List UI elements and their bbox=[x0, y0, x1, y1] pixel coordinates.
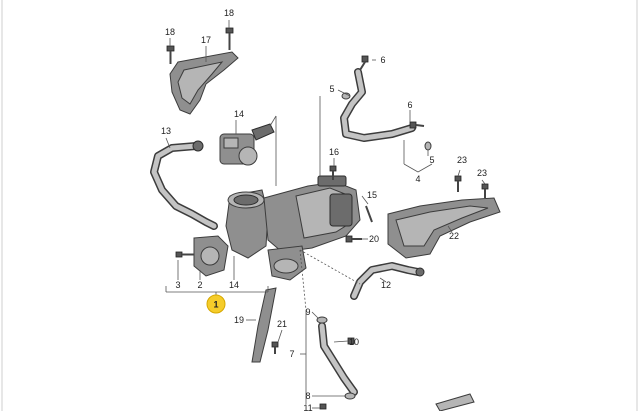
callout-18-upper[interactable]: 18 bbox=[224, 8, 234, 18]
callout-7[interactable]: 7 bbox=[289, 349, 294, 359]
callout-18-left[interactable]: 18 bbox=[165, 27, 175, 37]
callout-3[interactable]: 3 bbox=[175, 280, 180, 290]
callout-16[interactable]: 16 bbox=[329, 147, 339, 157]
callout-2[interactable]: 2 bbox=[197, 280, 202, 290]
callout-12[interactable]: 12 bbox=[381, 280, 391, 290]
leader-lines bbox=[165, 20, 486, 409]
partial-part-bottom-right bbox=[435, 393, 475, 411]
seal-ring-part-9[interactable] bbox=[316, 316, 328, 324]
banjo-bolt-part-6-upper[interactable] bbox=[359, 55, 369, 71]
callout-4[interactable]: 4 bbox=[415, 174, 420, 184]
bolt-part-16[interactable] bbox=[329, 165, 337, 180]
oil-return-line-part-7[interactable] bbox=[318, 322, 358, 396]
callout-6-upper[interactable]: 6 bbox=[380, 55, 385, 65]
heat-shield-part-17[interactable] bbox=[169, 51, 239, 115]
bolt-part-18-left[interactable] bbox=[166, 45, 175, 64]
callout-5-upper[interactable]: 5 bbox=[329, 84, 334, 94]
seal-ring-part-8[interactable] bbox=[344, 392, 356, 400]
callout-20[interactable]: 20 bbox=[369, 234, 379, 244]
callout-14-upper[interactable]: 14 bbox=[234, 109, 244, 119]
bolt-part-11[interactable] bbox=[319, 403, 327, 410]
seal-ring-part-5-lower[interactable] bbox=[424, 141, 432, 151]
callout-9[interactable]: 9 bbox=[305, 307, 310, 317]
bolt-part-21[interactable] bbox=[271, 341, 279, 354]
callout-5-lower[interactable]: 5 bbox=[429, 155, 434, 165]
callout-labels: 1 2 3 4 5 5 6 6 7 8 9 10 11 12 13 14 14 … bbox=[161, 8, 487, 411]
callout-6-lower[interactable]: 6 bbox=[407, 100, 412, 110]
bolt-part-20[interactable] bbox=[345, 235, 362, 243]
stud-part-15[interactable] bbox=[365, 205, 373, 223]
callout-1[interactable]: 1 bbox=[213, 300, 218, 310]
oil-pipe-part-5[interactable] bbox=[340, 68, 416, 142]
actuator-part-14[interactable] bbox=[219, 123, 275, 166]
callout-22[interactable]: 22 bbox=[449, 231, 459, 241]
highlight-marker[interactable] bbox=[206, 294, 226, 314]
callout-15[interactable]: 15 bbox=[367, 190, 377, 200]
banjo-bolt-part-6-lower[interactable] bbox=[409, 121, 425, 129]
return-pipe-part-12[interactable] bbox=[350, 262, 425, 300]
callout-17[interactable]: 17 bbox=[201, 35, 211, 45]
callout-14-lower[interactable]: 14 bbox=[229, 280, 239, 290]
callout-21[interactable]: 21 bbox=[277, 319, 287, 329]
callout-23-left[interactable]: 23 bbox=[457, 155, 467, 165]
bracket-part-19[interactable] bbox=[251, 287, 277, 363]
coolant-pipe-part-13[interactable] bbox=[150, 140, 218, 230]
callout-13[interactable]: 13 bbox=[161, 126, 171, 136]
turbocharger-assembly[interactable] bbox=[225, 175, 361, 281]
bolt-part-23-left[interactable] bbox=[454, 175, 462, 192]
callout-11[interactable]: 11 bbox=[303, 403, 312, 411]
callout-19[interactable]: 19 bbox=[234, 315, 244, 325]
callout-23-right[interactable]: 23 bbox=[477, 168, 487, 178]
heat-shield-part-22[interactable] bbox=[387, 197, 501, 259]
control-unit-part-2[interactable] bbox=[193, 235, 229, 277]
callout-10[interactable]: 10 bbox=[349, 337, 359, 347]
bolt-part-18-upper[interactable] bbox=[225, 27, 234, 50]
callout-8[interactable]: 8 bbox=[305, 391, 310, 401]
bolt-part-3[interactable] bbox=[175, 251, 194, 258]
bolt-part-23-right[interactable] bbox=[481, 183, 489, 198]
